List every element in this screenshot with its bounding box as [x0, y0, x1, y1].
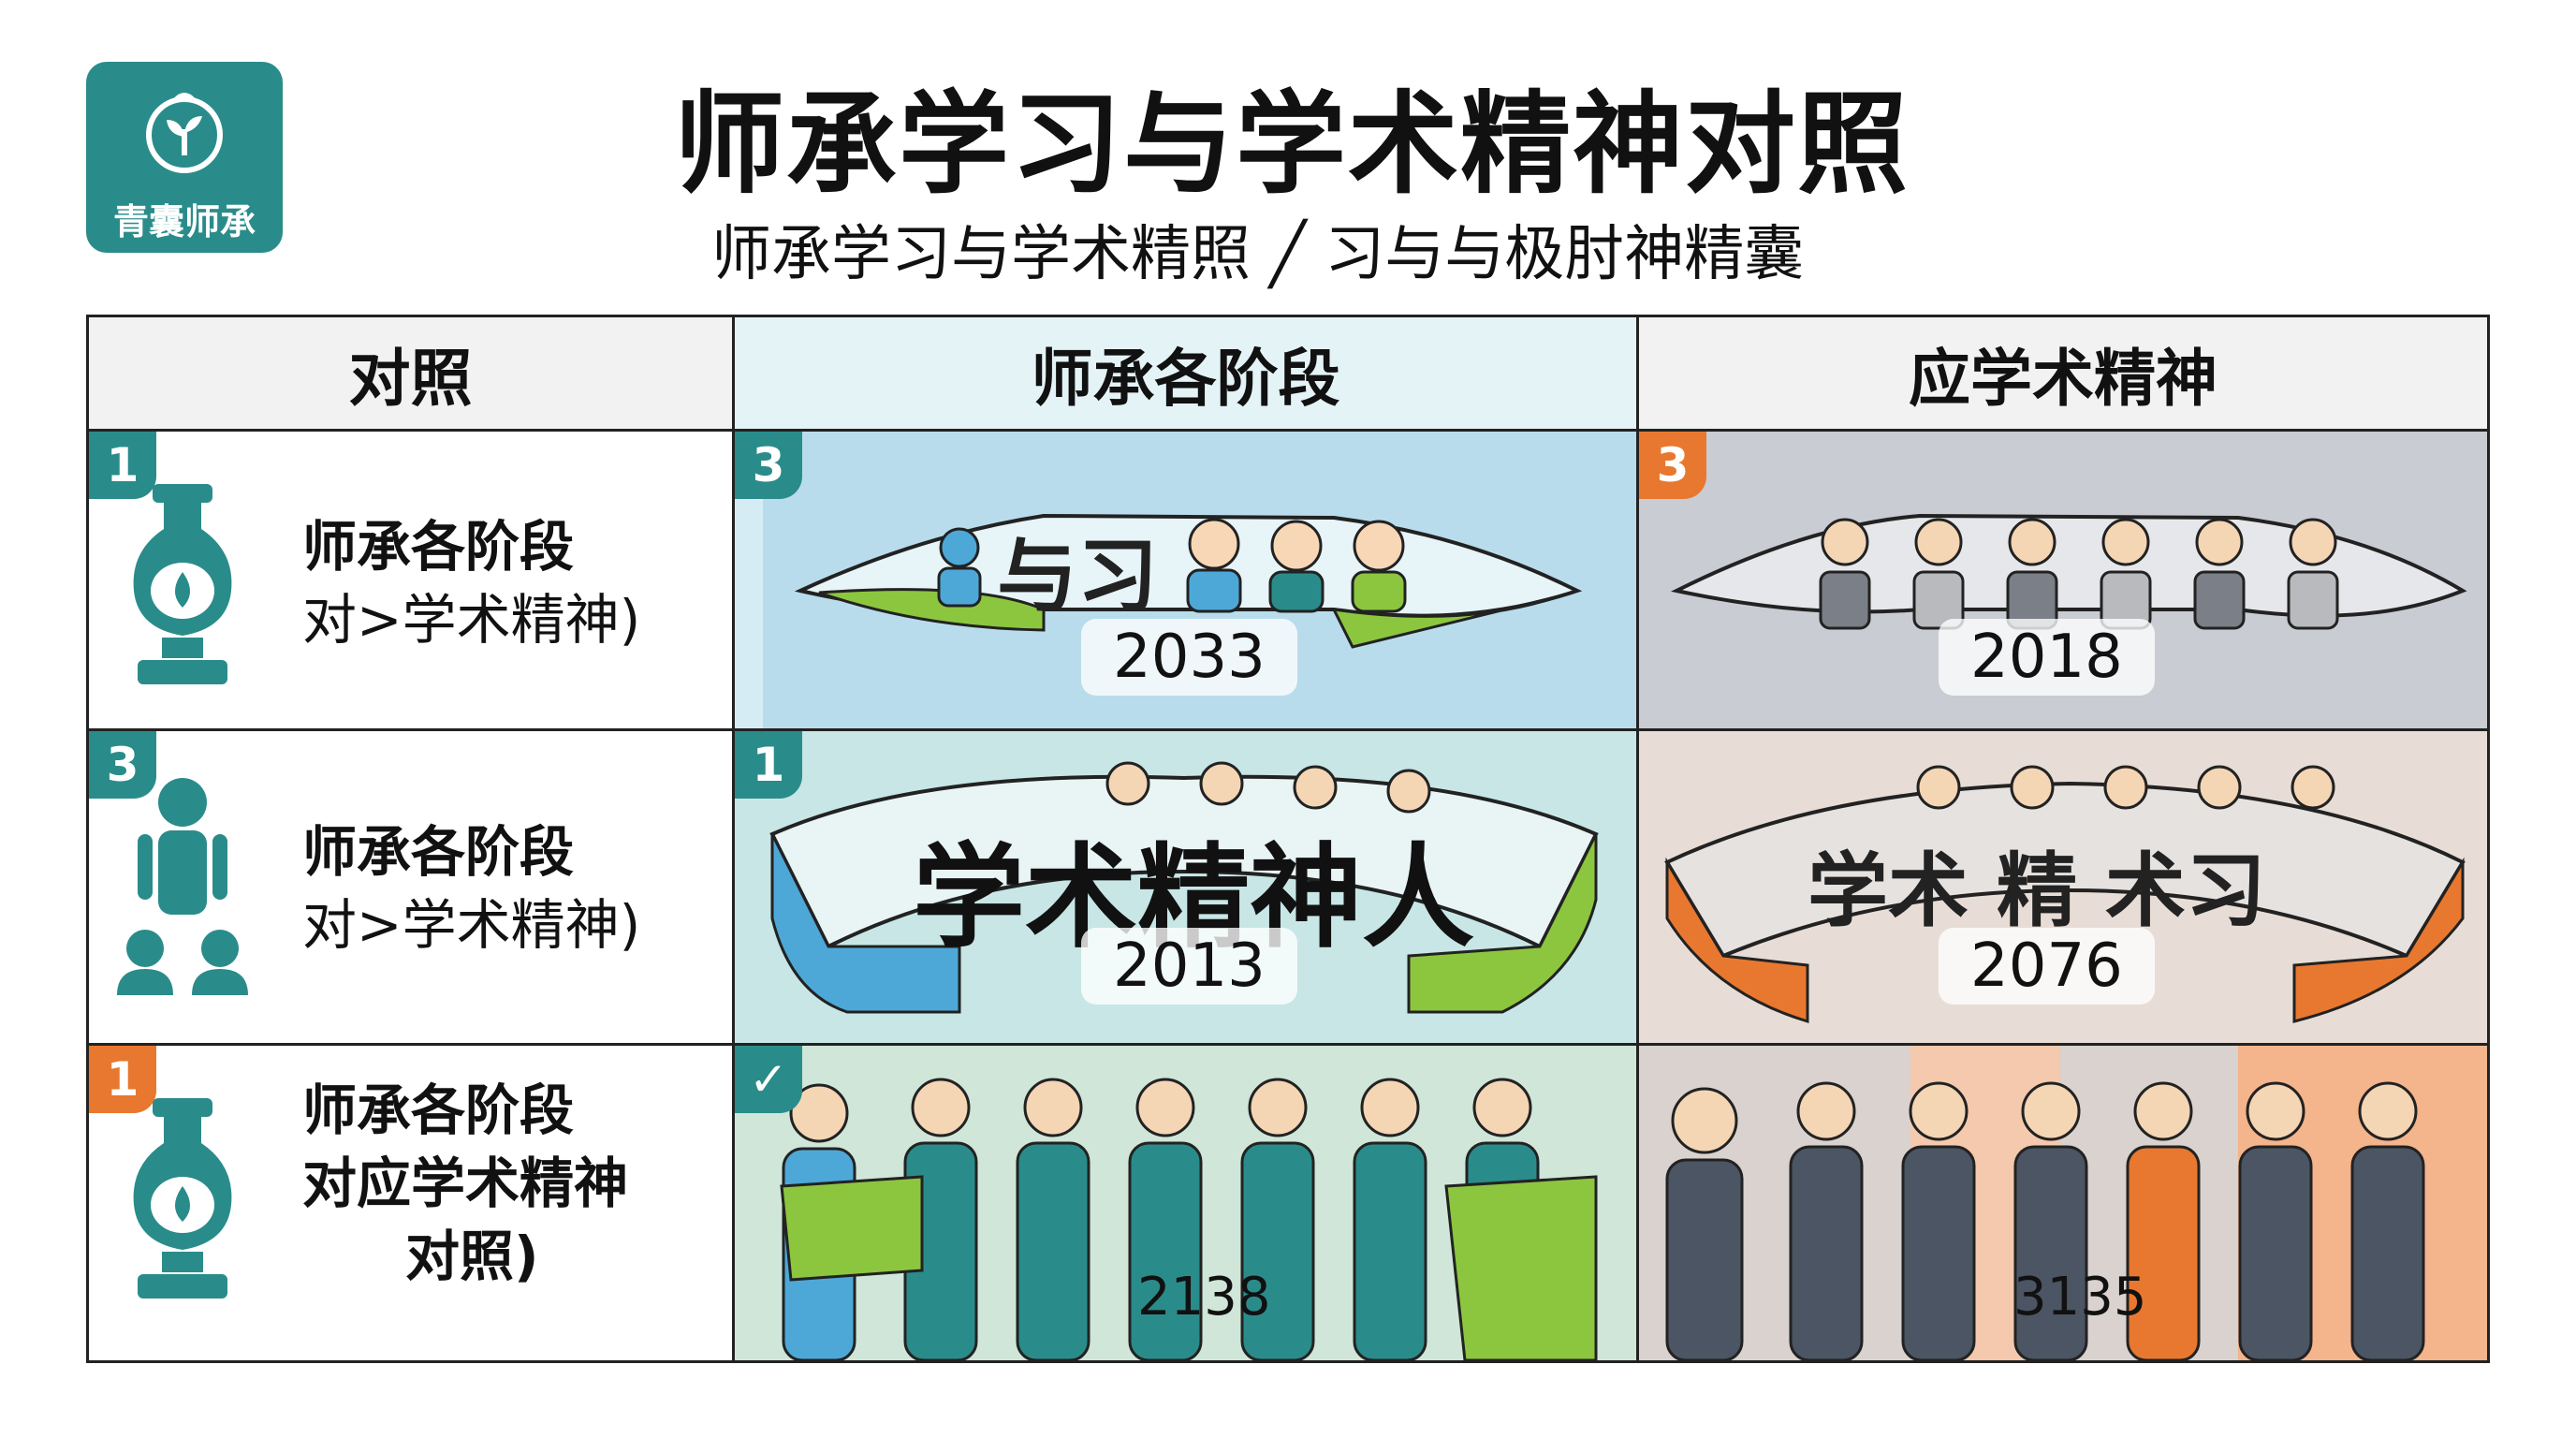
comparison-table: 对照 师承各阶段 应学术精神 1 师承各阶段 对>学术精神) — [86, 315, 2490, 1363]
check-icon: ✓ — [735, 1046, 802, 1113]
row-badge: 3 — [89, 731, 156, 799]
cell-badge: 3 — [1639, 432, 1706, 499]
stage-illustration — [769, 761, 1599, 1014]
row-label-line: 对>学术精神) — [302, 893, 641, 957]
row-label-line: 师承各阶段 — [302, 515, 575, 579]
app-logo: 青囊师承 — [86, 62, 283, 253]
spirit-illustration — [1664, 765, 2466, 1024]
row-label-line: 对应学术精神 — [302, 1152, 629, 1215]
urn-icon — [133, 484, 232, 684]
row-label: 师承各阶段 对应学术精神 对照) — [302, 1074, 628, 1293]
cell-badge: 1 — [735, 731, 802, 799]
stage-cell: 1 学术精神人 2013 — [735, 731, 1639, 1043]
header-spirit: 应学术精神 — [1639, 317, 2487, 432]
row-label-line: 师承各阶段 — [302, 820, 575, 884]
header-stages: 师承各阶段 — [735, 317, 1639, 432]
spirit-illustration — [1671, 513, 2467, 630]
seedling-icon — [146, 93, 223, 173]
spirit-cell: 3135 — [1639, 1046, 2487, 1360]
row-label-cell: 1 师承各阶段 对应学术精神 对照) — [89, 1046, 735, 1360]
row-badge: 1 — [89, 432, 156, 499]
header-compare: 对照 — [89, 317, 735, 432]
spirit-cell: 学术 精 术习 2076 — [1639, 731, 2487, 1043]
spirit-illustration — [1665, 1046, 2487, 1360]
stage-cell: ✓ 2138 — [735, 1046, 1639, 1360]
row-label-line: 对>学术精神) — [302, 588, 641, 652]
stage-cell: 3 与习 2033 — [735, 432, 1639, 728]
row-label: 师承各阶段 对>学术精神) — [302, 510, 640, 656]
stage-illustration — [780, 1078, 1598, 1360]
row-label-line: 对照) — [405, 1225, 539, 1288]
urn-icon — [133, 1098, 232, 1299]
table-row: 3 师承各阶段 对>学术精神) — [89, 731, 2487, 1046]
year-label: 3135 — [2013, 1267, 2147, 1328]
table-row: 1 师承各阶段 对>学术精神) — [89, 432, 2487, 731]
year-label: 2076 — [1939, 928, 2155, 1005]
row-label-cell: 1 师承各阶段 对>学术精神) — [89, 432, 735, 728]
year-label: 2013 — [1081, 928, 1297, 1005]
people-hierarchy-icon — [117, 778, 248, 995]
page-title: 师承学习与学术精神对照 — [674, 80, 1910, 209]
page-subtitle: 师承学习与学术精照 ╱ 习与与极肘神精囊 — [711, 220, 1805, 289]
year-label: 2018 — [1939, 619, 2155, 696]
cell-overlay-text: 与习 — [997, 530, 1158, 624]
spirit-cell: 3 2018 — [1639, 432, 2487, 728]
cell-badge: 3 — [735, 432, 802, 499]
cell-overlay-text: 学术 精 术习 — [1808, 844, 2266, 938]
year-label: 2033 — [1081, 619, 1297, 696]
row-label-cell: 3 师承各阶段 对>学术精神) — [89, 731, 735, 1043]
logo-text: 青囊师承 — [112, 201, 256, 242]
table-row: 1 师承各阶段 对应学术精神 对照) — [89, 1046, 2487, 1360]
year-label: 2138 — [1137, 1267, 1271, 1328]
row-label: 师承各阶段 对>学术精神) — [302, 815, 640, 961]
row-label-line: 师承各阶段 — [302, 1078, 575, 1142]
row-badge: 1 — [89, 1046, 156, 1113]
